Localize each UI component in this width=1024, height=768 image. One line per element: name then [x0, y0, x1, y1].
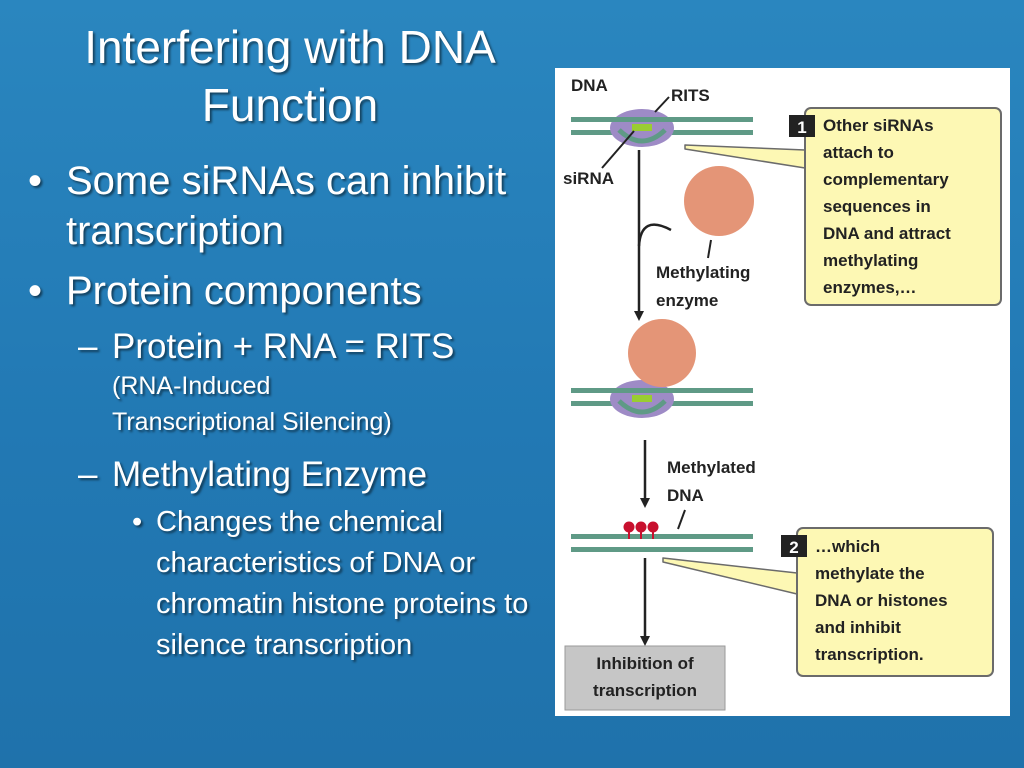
methyl-groups [623, 521, 659, 539]
dna-strand-bulge [617, 128, 667, 144]
callout-1-box [804, 107, 1002, 306]
step-1-number: 1 [797, 118, 806, 137]
callout-2-line: transcription. [815, 645, 924, 664]
dna-strand-bulge-bound [617, 399, 667, 415]
bullet-text: Protein components [66, 269, 422, 313]
callout-1-pointer [684, 144, 806, 169]
callout-2-pointer [662, 557, 798, 595]
callout-1-line: sequences in [823, 197, 931, 216]
bullet-marker: • [28, 269, 43, 313]
step-2-number: 2 [789, 538, 798, 557]
methylating-enzyme-shape [684, 166, 754, 236]
label-sirna: siRNA [563, 169, 614, 188]
bullet-text: Some siRNAs can inhibit transcription [66, 159, 507, 253]
bullet-marker: • [132, 506, 143, 538]
enzyme-pointer [707, 239, 712, 259]
step-1-badge [789, 115, 815, 137]
rits-pointer [654, 96, 670, 113]
dna-double-strand-methylated [571, 534, 753, 552]
sub-bullet-item: – Methylating Enzyme [28, 454, 548, 496]
result-box [564, 645, 726, 711]
callout-1-line: attach to [823, 143, 894, 162]
dash-marker: – [78, 327, 98, 366]
sub-sub-bullet-text: Changes the chemical characteristics of … [156, 506, 529, 661]
callout-2-line: methylate the [815, 564, 925, 583]
result-line-1: Inhibition of [596, 654, 694, 673]
rits-diagram: DNA RITS siRNA Methylating enzyme Methyl… [555, 68, 1010, 716]
callout-1-line: methylating [823, 251, 918, 270]
sub-bullet-text: Methylating Enzyme [112, 455, 428, 494]
dna-strand-through-rits-bound [610, 388, 674, 393]
callout-2-line: and inhibit [815, 618, 901, 637]
sirna-segment [632, 124, 652, 131]
callout-1-line: DNA and attract [823, 224, 951, 243]
sub-bullet-item: – Protein + RNA = RITS (RNA-Induced Tran… [28, 326, 548, 440]
label-methylating-line-1: Methylating [656, 263, 750, 282]
result-line-2: transcription [593, 681, 697, 700]
bullet-item: • Some siRNAs can inhibit transcription [28, 156, 548, 256]
slide-title: Interfering with DNA Function [20, 18, 560, 134]
label-methylated-line-2: DNA [667, 486, 704, 505]
dash-marker: – [78, 455, 98, 494]
title-line-1: Interfering with DNA [84, 21, 496, 73]
methylating-enzyme-bound [628, 319, 696, 387]
step-2-badge [781, 535, 807, 557]
title-line-2: Function [201, 79, 379, 131]
enzyme-approach-curve [637, 223, 672, 247]
bullet-marker: • [28, 159, 43, 203]
label-dna: DNA [571, 76, 608, 95]
bullet-list: • Some siRNAs can inhibit transcription … [28, 156, 548, 666]
sub-sub-bullet-item: • Changes the chemical characteristics o… [28, 502, 548, 666]
sirna-segment-bound [632, 395, 652, 402]
label-methylated-line-1: Methylated [667, 458, 756, 477]
callout-1-line: Other siRNAs [823, 116, 934, 135]
label-rits: RITS [671, 86, 710, 105]
label-methylating-line-2: enzyme [656, 291, 718, 310]
callout-1-line: complementary [823, 170, 949, 189]
sub-bullet-text: Protein + RNA = RITS [112, 327, 455, 366]
sirna-pointer [601, 130, 635, 169]
bullet-item: • Protein components [28, 266, 548, 316]
callout-1-line: enzymes,… [823, 278, 917, 297]
sub-bullet-detail-line-1: (RNA-Induced [112, 372, 271, 400]
callout-2-line: DNA or histones [815, 591, 948, 610]
dna-strand-through-rits [610, 117, 674, 122]
sub-bullet-detail-line-2: Transcriptional Silencing) [112, 408, 392, 436]
callout-2-box [796, 527, 994, 677]
methylated-pointer [677, 509, 686, 530]
rits-diagram-svg: DNA RITS siRNA Methylating enzyme Methyl… [563, 76, 1002, 711]
callout-2-line: …which [815, 537, 880, 556]
